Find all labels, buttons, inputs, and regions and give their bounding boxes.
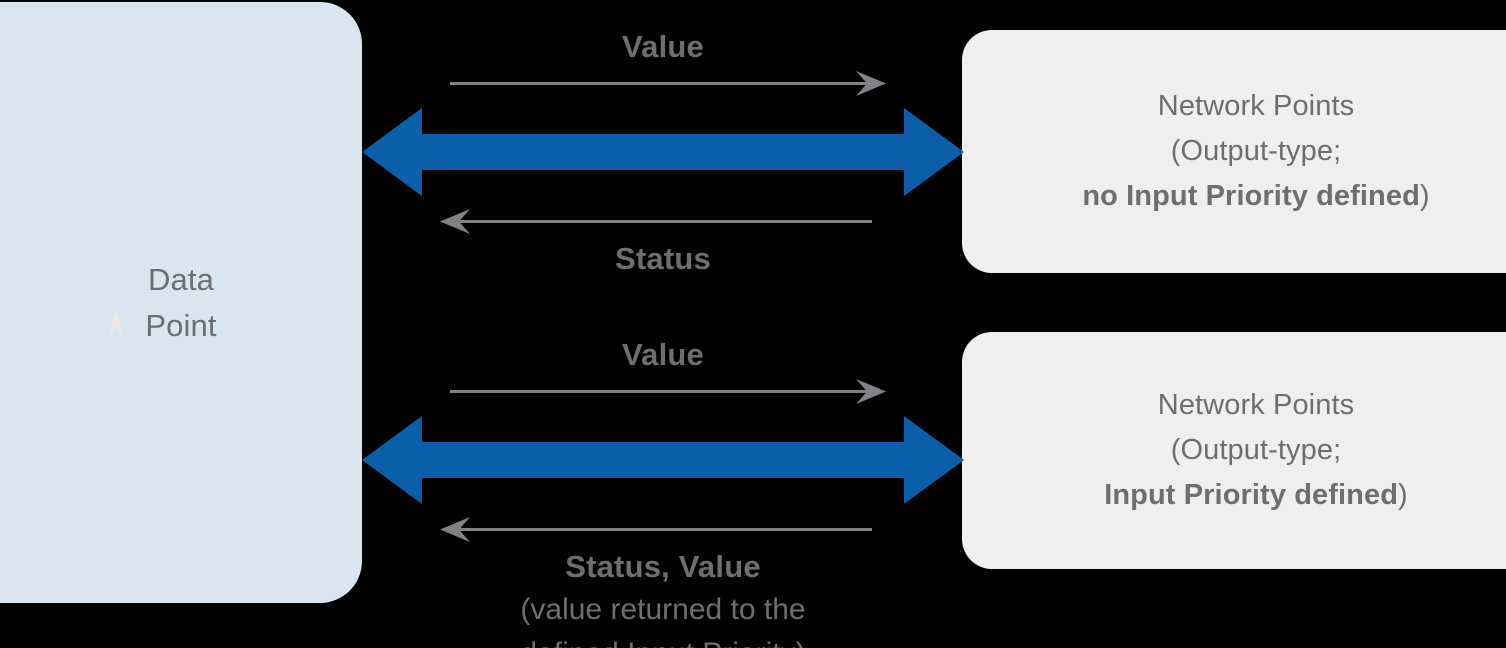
flow-bottom-forward-label: Value	[622, 337, 704, 372]
flow-bottom-return-note: (value returned to the defined Input Pri…	[360, 588, 966, 648]
np-no-priority-line-1: Network Points	[1157, 89, 1355, 122]
flow-top-forward-line	[450, 82, 870, 86]
arrow-left-icon	[440, 516, 472, 543]
arrow-right-icon	[854, 70, 886, 97]
flow-bottom-return-note-line-1: (value returned to the	[520, 593, 806, 627]
flow-top-bidirectional-arrow	[360, 100, 966, 204]
np-no-priority-line-3: no Input Priority defined)	[1082, 174, 1429, 219]
np-no-priority-emphasis: no Input Priority defined	[1082, 180, 1420, 213]
np-no-priority-paren: )	[1419, 180, 1430, 213]
flow-bottom-return-note-line-2: defined Input Priority)	[360, 632, 966, 648]
network-points-no-priority-box: Network Points (Output-type; no Input Pr…	[962, 30, 1506, 273]
flow-bottom-return-arrow	[360, 512, 966, 546]
np-with-priority-paren: )	[1398, 479, 1408, 512]
network-points-no-priority-label: Network Points (Output-type; no Input Pr…	[1082, 84, 1429, 220]
flow-bottom-return-line	[456, 528, 872, 532]
arrow-right-icon	[854, 378, 886, 405]
flow-bottom-bidirectional-arrow	[360, 408, 966, 512]
data-point-line-2: Point	[145, 307, 217, 343]
network-points-with-priority-label: Network Points (Output-type; Input Prior…	[1104, 383, 1408, 519]
np-no-priority-line-2: (Output-type;	[1170, 134, 1342, 167]
flow-top-return-arrow	[360, 204, 966, 238]
data-point-box: Data Point	[0, 2, 362, 603]
double-arrow-icon	[362, 416, 964, 505]
flow-top-group: Value Status	[360, 29, 966, 277]
flow-top-forward-label: Value	[622, 29, 704, 64]
np-with-priority-line-2: (Output-type;	[1170, 433, 1342, 466]
double-arrow-icon	[362, 108, 964, 197]
pointer-cursor-icon	[105, 303, 127, 335]
flow-bottom-forward-arrow	[360, 374, 966, 408]
np-with-priority-line-1: Network Points	[1157, 388, 1355, 421]
flow-top-return-line	[456, 220, 872, 224]
data-point-label: Data Point	[103, 257, 216, 349]
arrow-left-icon	[440, 208, 472, 235]
network-points-with-priority-box: Network Points (Output-type; Input Prior…	[962, 332, 1506, 569]
np-with-priority-emphasis: Input Priority defined	[1104, 479, 1399, 512]
data-point-line-1: Data	[148, 261, 214, 297]
flow-top-return-label: Status	[615, 241, 711, 277]
flow-bottom-forward-line	[450, 390, 870, 394]
flow-bottom-return-label: Status, Value	[565, 549, 761, 585]
flow-top-forward-arrow	[360, 66, 966, 100]
np-with-priority-line-3: Input Priority defined)	[1104, 473, 1408, 518]
flow-bottom-group: Value Status, Value (value	[360, 337, 966, 648]
